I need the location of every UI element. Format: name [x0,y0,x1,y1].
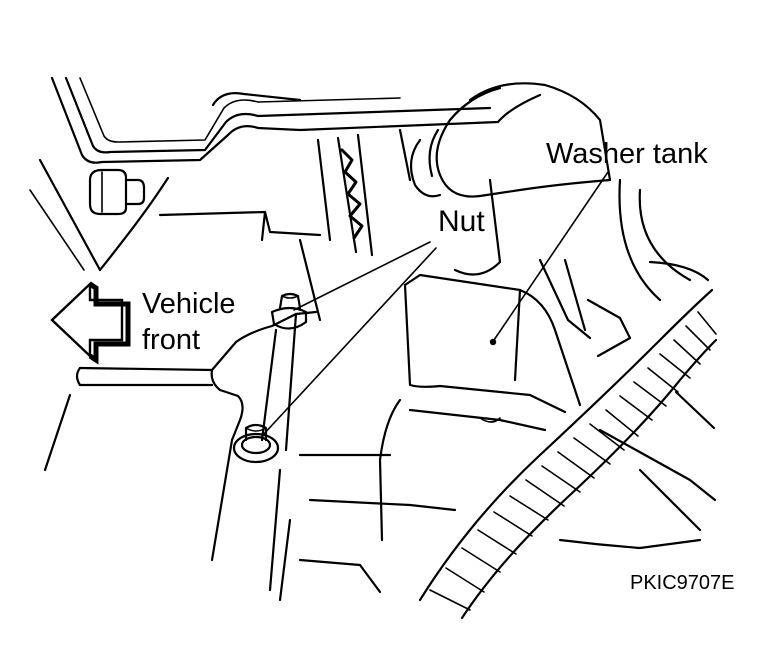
mounting-bracket [43,310,318,562]
washer-tank-label: Washer tank [546,138,708,170]
corrugated-harness [418,288,718,620]
washer-tank-leader [489,171,609,346]
nut-lower [232,423,280,464]
nut-leader-lines [261,241,437,437]
right-structure [558,178,717,550]
washer-tank-body [268,258,632,602]
arrow-left-icon [50,281,131,365]
cowl-ribs [158,128,440,322]
figure-code: PKIC9707E [630,572,735,594]
nut-upper [270,292,308,330]
upper-body-panel [29,76,542,272]
vehicle-front-label-line1: Vehicle [142,288,236,320]
filler-neck [409,82,612,276]
nut-label: Nut [438,205,485,238]
bolt-stud [88,168,146,216]
vehicle-front-label-line2: front [142,324,201,356]
